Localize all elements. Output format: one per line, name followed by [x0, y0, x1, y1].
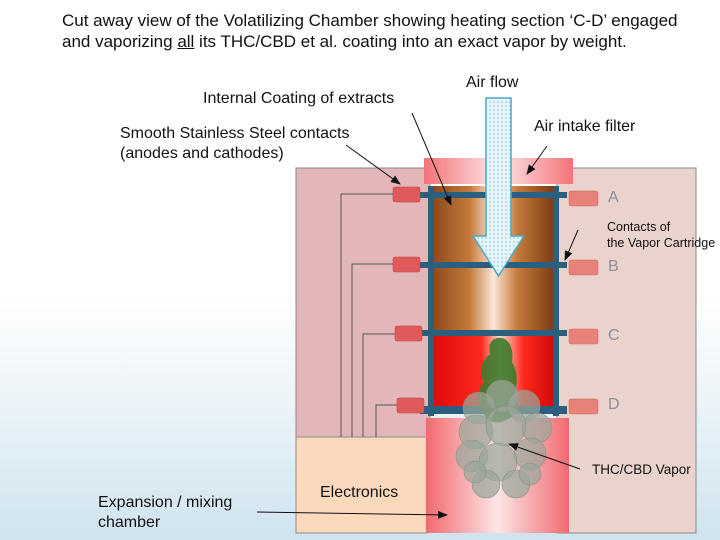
air-flow-arrow: [471, 97, 526, 278]
cartridge-contacts-label: Contacts of the Vapor Cartridge: [607, 220, 716, 250]
contact-letter-a: A: [608, 189, 619, 206]
wiring: [340, 193, 397, 437]
contact-letter-d: D: [608, 396, 620, 413]
vapor-cloud: [455, 379, 553, 499]
internal-coating-label: Internal Coating of extracts: [203, 90, 395, 107]
electronics-label: Electronics: [320, 484, 399, 501]
air-flow-label: Air flow: [466, 74, 519, 91]
air-intake-filter-label: Air intake filter: [534, 118, 636, 135]
electronics-box: [295, 436, 428, 534]
steel-contacts-label: Smooth Stainless Steel contacts (anodes …: [120, 125, 350, 162]
vapor-label: THC/CBD Vapor: [592, 462, 691, 477]
expansion-chamber-label: Expansion / mixing chamber: [98, 494, 233, 531]
right-housing: [556, 167, 697, 534]
left-rail: [428, 186, 434, 416]
contact-letter-b: B: [608, 258, 619, 275]
caption-emphasis: all: [177, 32, 195, 51]
right-rail: [553, 186, 559, 416]
contact-letter-c: C: [608, 327, 620, 344]
diagram-caption: Cut away view of the Volatilizing Chambe…: [62, 11, 678, 51]
cartridge-contacts: [568, 190, 599, 415]
callout-lines: [256, 112, 581, 519]
